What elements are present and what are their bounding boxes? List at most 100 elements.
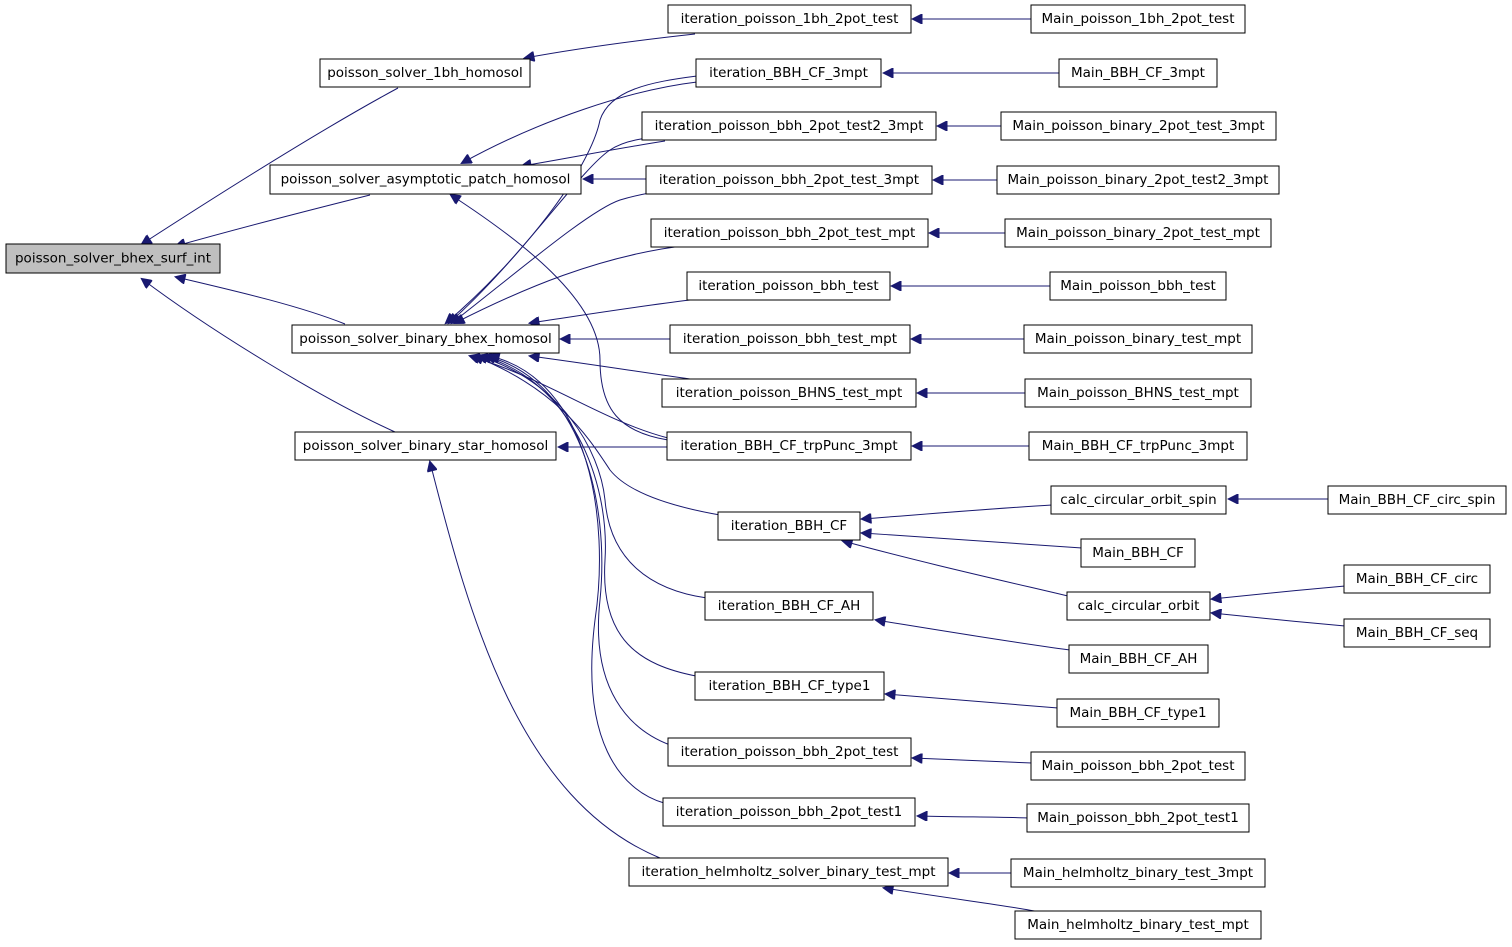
edge-star-to-root: [142, 279, 396, 433]
node-main-poisson-bbh-2pot-test[interactable]: Main_poisson_bbh_2pot_test: [1030, 751, 1246, 781]
node-main-helmholtz-binary-test-3mpt[interactable]: Main_helmholtz_binary_test_3mpt: [1010, 858, 1266, 888]
node-main-poisson-binary-2pot-test-mpt[interactable]: Main_poisson_binary_2pot_test_mpt: [1004, 218, 1272, 248]
node-main-poisson-bbh-2pot-test1[interactable]: Main_poisson_bbh_2pot_test1: [1026, 803, 1250, 833]
node-main-poisson-bbh-test[interactable]: Main_poisson_bbh_test: [1049, 271, 1227, 301]
svg-text:iteration_poisson_bbh_test_mpt: iteration_poisson_bbh_test_mpt: [683, 331, 897, 347]
node-poisson-solver-bhex-surf-int[interactable]: poisson_solver_bhex_surf_int: [5, 243, 221, 274]
node-main-bbh-cf-ah[interactable]: Main_BBH_CF_AH: [1068, 644, 1209, 674]
node-main-bbh-cf[interactable]: Main_BBH_CF: [1080, 538, 1196, 568]
svg-text:calc_circular_orbit: calc_circular_orbit: [1078, 598, 1200, 614]
edge-main-circ: [1212, 585, 1346, 599]
node-calc-circular-orbit-spin[interactable]: calc_circular_orbit_spin: [1050, 485, 1227, 515]
node-main-bbh-cf-circ-spin[interactable]: Main_BBH_CF_circ_spin: [1327, 485, 1507, 515]
node-poisson-solver-asymptotic-patch-homosol[interactable]: poisson_solver_asymptotic_patch_homosol: [269, 164, 582, 195]
svg-text:iteration_BBH_CF_AH: iteration_BBH_CF_AH: [718, 598, 861, 614]
svg-text:Main_BBH_CF_seq: Main_BBH_CF_seq: [1356, 625, 1478, 641]
node-main-poisson-binary-2pot-test2-3mpt[interactable]: Main_poisson_binary_2pot_test2_3mpt: [996, 165, 1280, 195]
node-iteration-bbh-cf-type1[interactable]: iteration_BBH_CF_type1: [694, 671, 885, 701]
svg-text:Main_BBH_CF_type1: Main_BBH_CF_type1: [1069, 705, 1206, 721]
edge-cf3mpt-to-asym: [462, 81, 698, 163]
edge-trppunc-to-asym: [451, 195, 669, 441]
edge-bbh-cf-to-bhex: [474, 356, 721, 516]
node-poisson-solver-1bh-homosol[interactable]: poisson_solver_1bh_homosol: [319, 58, 531, 88]
edge-2pot-test-to-bhex: [486, 356, 671, 746]
svg-text:iteration_BBH_CF_trpPunc_3mpt: iteration_BBH_CF_trpPunc_3mpt: [680, 438, 897, 454]
node-iteration-poisson-bbh-2pot-test1[interactable]: iteration_poisson_bbh_2pot_test1: [662, 797, 916, 827]
svg-text:calc_circular_orbit_spin: calc_circular_orbit_spin: [1060, 492, 1216, 508]
node-main-bbh-cf-circ[interactable]: Main_BBH_CF_circ: [1343, 564, 1491, 594]
edge-2pot-test1-to-bhex: [490, 356, 665, 804]
node-iteration-bbh-cf[interactable]: iteration_BBH_CF: [717, 511, 861, 541]
svg-text:poisson_solver_1bh_homosol: poisson_solver_1bh_homosol: [327, 65, 523, 81]
edge-main-2pot-test: [913, 758, 1033, 764]
svg-text:iteration_BBH_CF: iteration_BBH_CF: [731, 518, 847, 534]
node-main-poisson-bhns-test-mpt[interactable]: Main_poisson_BHNS_test_mpt: [1024, 378, 1252, 408]
svg-text:Main_BBH_CF_3mpt: Main_BBH_CF_3mpt: [1071, 65, 1205, 81]
edge-test-3mpt-to-bhex: [452, 189, 671, 323]
edge-main-cf-type1: [886, 694, 1059, 709]
edge-test2-3mpt-to-asym: [522, 140, 666, 166]
svg-text:Main_poisson_binary_2pot_test_: Main_poisson_binary_2pot_test_mpt: [1016, 225, 1260, 241]
node-iteration-bbh-cf-trppunc-3mpt[interactable]: iteration_BBH_CF_trpPunc_3mpt: [666, 431, 912, 461]
edges: [142, 19, 1346, 913]
svg-text:iteration_poisson_bbh_2pot_tes: iteration_poisson_bbh_2pot_test: [681, 744, 899, 760]
node-main-poisson-binary-test-mpt[interactable]: Main_poisson_binary_test_mpt: [1023, 324, 1253, 354]
svg-text:Main_poisson_binary_2pot_test2: Main_poisson_binary_2pot_test2_3mpt: [1008, 172, 1269, 188]
svg-text:iteration_BBH_CF_type1: iteration_BBH_CF_type1: [709, 678, 871, 694]
node-poisson-solver-binary-star-homosol[interactable]: poisson_solver_binary_star_homosol: [294, 431, 557, 461]
node-iteration-poisson-bbh-2pot-test[interactable]: iteration_poisson_bbh_2pot_test: [667, 737, 912, 767]
node-iteration-poisson-bbh-2pot-test-mpt[interactable]: iteration_poisson_bbh_2pot_test_mpt: [650, 218, 929, 248]
svg-text:iteration_BBH_CF_3mpt: iteration_BBH_CF_3mpt: [709, 65, 868, 81]
node-calc-circular-orbit[interactable]: calc_circular_orbit: [1066, 591, 1211, 621]
node-iteration-poisson-bbh-2pot-test2-3mpt[interactable]: iteration_poisson_bbh_2pot_test2_3mpt: [641, 111, 937, 141]
svg-text:iteration_poisson_bbh_2pot_tes: iteration_poisson_bbh_2pot_test_mpt: [664, 225, 916, 241]
edge-test2-3mpt-to-bhex: [449, 135, 666, 323]
svg-text:Main_poisson_1bh_2pot_test: Main_poisson_1bh_2pot_test: [1041, 11, 1234, 27]
node-iteration-poisson-bbh-test-mpt[interactable]: iteration_poisson_bbh_test_mpt: [669, 324, 911, 354]
svg-text:poisson_solver_binary_bhex_hom: poisson_solver_binary_bhex_homosol: [299, 331, 552, 347]
edge-circ-spin: [862, 504, 1053, 519]
svg-text:Main_helmholtz_binary_test_mpt: Main_helmholtz_binary_test_mpt: [1027, 917, 1249, 933]
edge-bhns-to-bhex: [530, 356, 691, 380]
svg-text:iteration_poisson_bbh_test: iteration_poisson_bbh_test: [698, 278, 878, 294]
edge-1bh-to-root: [142, 87, 399, 244]
nodes: poisson_solver_bhex_surf_int poisson_sol…: [5, 4, 1507, 940]
edge-main-seq: [1212, 613, 1346, 627]
svg-text:Main_poisson_binary_2pot_test_: Main_poisson_binary_2pot_test_3mpt: [1012, 118, 1264, 134]
node-main-poisson-1bh-2pot-test[interactable]: Main_poisson_1bh_2pot_test: [1030, 4, 1246, 34]
edge-2pot-mpt-to-bhex: [455, 244, 691, 323]
node-iteration-bbh-cf-ah[interactable]: iteration_BBH_CF_AH: [704, 591, 874, 621]
node-main-poisson-binary-2pot-test-3mpt[interactable]: Main_poisson_binary_2pot_test_3mpt: [1000, 111, 1277, 141]
node-iteration-bbh-cf-3mpt[interactable]: iteration_BBH_CF_3mpt: [695, 58, 882, 88]
edge-bhex-to-root: [176, 277, 346, 325]
svg-text:Main_poisson_bbh_test: Main_poisson_bbh_test: [1060, 278, 1216, 294]
svg-text:poisson_solver_asymptotic_patc: poisson_solver_asymptotic_patch_homosol: [281, 172, 571, 188]
node-main-bbh-cf-seq[interactable]: Main_BBH_CF_seq: [1343, 618, 1491, 648]
edge-bbh-test-to-bhex: [530, 299, 691, 323]
node-main-bbh-cf-3mpt[interactable]: Main_BBH_CF_3mpt: [1058, 58, 1218, 88]
node-iteration-poisson-bbh-2pot-test-3mpt[interactable]: iteration_poisson_bbh_2pot_test_3mpt: [645, 165, 933, 195]
node-iteration-poisson-bhns-test-mpt[interactable]: iteration_poisson_BHNS_test_mpt: [661, 378, 917, 408]
edge-circ-orbit: [843, 541, 1069, 597]
edge-trppunc-to-bhex: [470, 356, 669, 439]
node-main-helmholtz-binary-test-mpt[interactable]: Main_helmholtz_binary_test_mpt: [1014, 910, 1262, 940]
svg-text:Main_BBH_CF_circ: Main_BBH_CF_circ: [1356, 571, 1478, 587]
node-main-bbh-cf-trppunc-3mpt[interactable]: Main_BBH_CF_trpPunc_3mpt: [1028, 431, 1248, 461]
node-poisson-solver-binary-bhex-homosol[interactable]: poisson_solver_binary_bhex_homosol: [291, 324, 560, 354]
svg-text:Main_BBH_CF_circ_spin: Main_BBH_CF_circ_spin: [1339, 492, 1496, 508]
svg-text:Main_helmholtz_binary_test_3mp: Main_helmholtz_binary_test_3mpt: [1023, 865, 1253, 881]
svg-text:iteration_poisson_bbh_2pot_tes: iteration_poisson_bbh_2pot_test1: [676, 804, 902, 820]
edge-helmholtz-to-star: [430, 462, 661, 859]
svg-text:Main_BBH_CF: Main_BBH_CF: [1092, 545, 1184, 561]
edge-cf-type1-to-bhex: [482, 356, 697, 677]
node-iteration-poisson-1bh-2pot-test[interactable]: iteration_poisson_1bh_2pot_test: [667, 4, 912, 34]
svg-text:Main_poisson_BHNS_test_mpt: Main_poisson_BHNS_test_mpt: [1037, 385, 1239, 401]
svg-text:poisson_solver_binary_star_hom: poisson_solver_binary_star_homosol: [303, 438, 548, 454]
edge-iter-1bh-to-1bh: [525, 33, 696, 58]
svg-text:iteration_poisson_bbh_2pot_tes: iteration_poisson_bbh_2pot_test2_3mpt: [655, 118, 924, 134]
node-main-bbh-cf-type1[interactable]: Main_BBH_CF_type1: [1056, 698, 1220, 728]
svg-text:Main_poisson_bbh_2pot_test1: Main_poisson_bbh_2pot_test1: [1037, 810, 1239, 826]
edge-main-2pot-test1: [918, 816, 1029, 818]
node-iteration-helmholtz-solver-binary-test-mpt[interactable]: iteration_helmholtz_solver_binary_test_m…: [628, 857, 949, 887]
node-iteration-poisson-bbh-test[interactable]: iteration_poisson_bbh_test: [686, 271, 891, 301]
